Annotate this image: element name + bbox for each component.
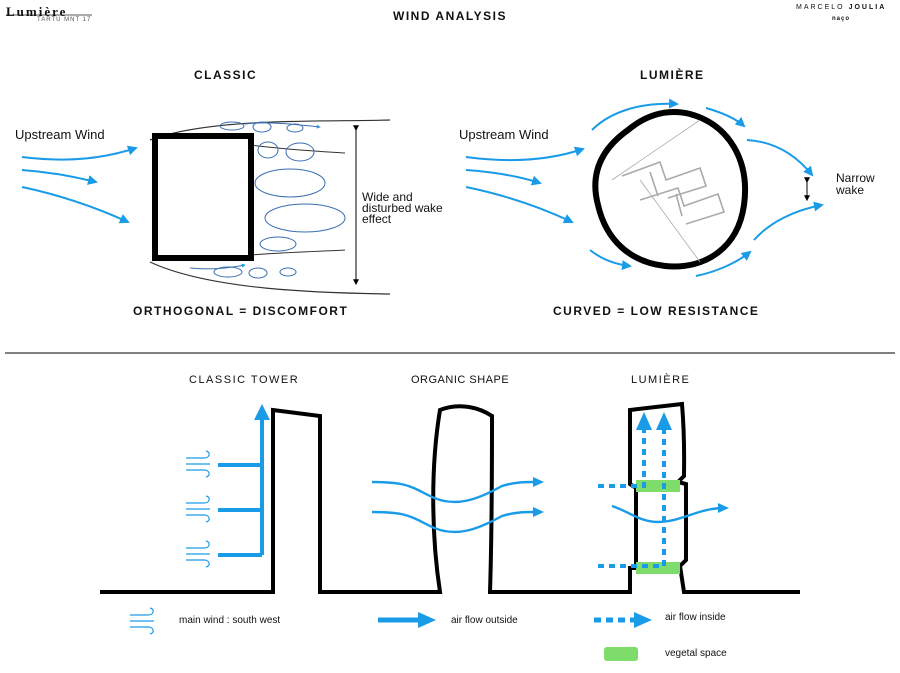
lumiere-caption: CURVED = LOW RESISTANCE xyxy=(553,304,760,318)
logo-regular: MARCELO xyxy=(796,4,845,11)
lumiere-plan-diagram xyxy=(592,108,810,270)
lumiere-tower-heading: LUMIÈRE xyxy=(631,374,691,386)
lumiere-wind-arrows xyxy=(465,98,824,277)
logo-bold: JOULIA xyxy=(848,4,887,11)
page-title: WIND ANALYSIS xyxy=(393,9,507,23)
lumiere-inside-airflow xyxy=(598,428,666,568)
ground-and-buildings xyxy=(100,401,800,594)
classic-tower-airflow xyxy=(218,418,264,557)
classic-heading: CLASSIC xyxy=(194,68,258,82)
lumiere-heading: LUMIÈRE xyxy=(640,68,705,82)
legend-wind-icon xyxy=(130,607,154,635)
wind-icon xyxy=(186,495,210,523)
classic-plan-diagram xyxy=(149,119,391,295)
classic-upstream-arrows xyxy=(21,145,138,224)
architect-logo-sub: naço xyxy=(832,16,851,22)
brand-subtitle: TARTU MNT 17 xyxy=(37,17,92,23)
classic-tower-heading: CLASSIC TOWER xyxy=(189,374,300,386)
legend-air-outside: air flow outside xyxy=(451,615,518,626)
classic-upstream-label: Upstream Wind xyxy=(15,127,105,142)
lumiere-upstream-label: Upstream Wind xyxy=(459,127,549,142)
classic-caption: ORTHOGONAL = DISCOMFORT xyxy=(133,304,349,318)
organic-shape-airflow xyxy=(371,480,536,534)
brand-logo: Lumière xyxy=(6,4,68,19)
vegetal-space-upper xyxy=(636,480,680,492)
architect-logo: MARCELO JOULIA xyxy=(796,4,886,11)
wind-icon xyxy=(186,540,210,568)
legend-vegetal: vegetal space xyxy=(665,648,727,659)
lumiere-wake-label: Narrow wake xyxy=(836,171,875,197)
classic-building-plan xyxy=(152,133,254,261)
organic-shape-heading: ORGANIC SHAPE xyxy=(411,374,510,386)
legend-main-wind: main wind : south west xyxy=(179,615,281,626)
classic-wake-label: Wide and disturbed wake effect xyxy=(362,190,443,226)
legend-vegetal-swatch xyxy=(604,647,638,661)
lumiere-outside-airflow xyxy=(611,504,721,524)
legend-air-inside: air flow inside xyxy=(665,612,726,623)
wind-icon xyxy=(186,450,210,478)
